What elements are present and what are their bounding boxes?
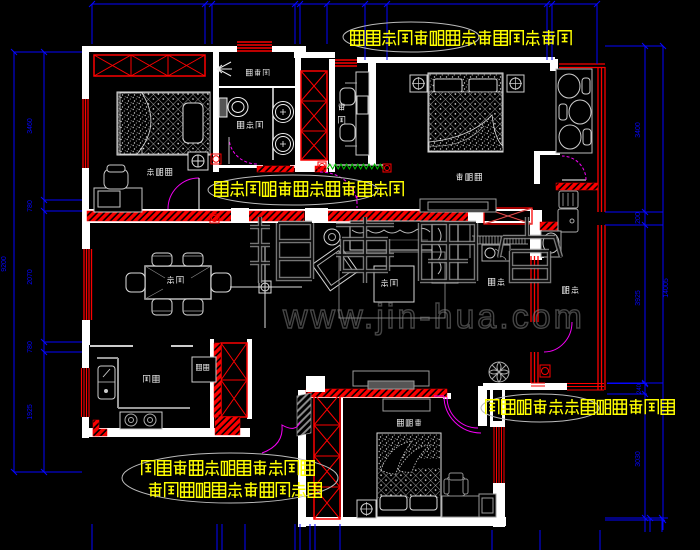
- svg-text:1925: 1925: [27, 404, 34, 420]
- svg-text:3925: 3925: [635, 290, 642, 306]
- svg-text:3400: 3400: [635, 122, 642, 138]
- svg-text:240: 240: [637, 383, 643, 394]
- svg-text:780: 780: [27, 341, 34, 353]
- svg-text:14005: 14005: [663, 278, 670, 298]
- svg-text:www.jin-hua.com: www.jin-hua.com: [282, 298, 585, 336]
- svg-text:780: 780: [27, 200, 34, 212]
- svg-text:2070: 2070: [27, 269, 34, 285]
- svg-text:3030: 3030: [635, 451, 642, 467]
- svg-text:200: 200: [635, 212, 642, 224]
- svg-text:9200: 9200: [1, 256, 8, 272]
- svg-text:3460: 3460: [27, 118, 34, 134]
